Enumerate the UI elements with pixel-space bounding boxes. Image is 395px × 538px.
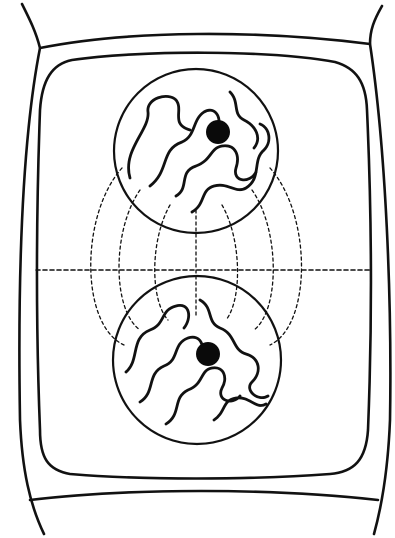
lower-chromosomes bbox=[126, 300, 268, 424]
chromosome bbox=[230, 92, 258, 148]
chromosome bbox=[140, 337, 202, 402]
chromosome bbox=[166, 368, 240, 424]
lower-daughter-nucleus bbox=[113, 276, 281, 444]
lower-nucleolus bbox=[196, 342, 220, 366]
upper-nucleolus bbox=[206, 120, 230, 144]
top-wall-line bbox=[40, 34, 370, 48]
right-wall-line bbox=[370, 6, 390, 534]
upper-chromosomes bbox=[129, 92, 269, 212]
neighbor-cell-walls bbox=[19, 4, 390, 534]
left-wall-line bbox=[19, 4, 44, 534]
cell-membrane bbox=[37, 53, 371, 479]
spindle-fiber bbox=[91, 168, 124, 345]
bottom-wall-line bbox=[30, 491, 378, 500]
chromosome bbox=[129, 96, 190, 178]
chromosome bbox=[126, 305, 189, 372]
upper-daughter-nucleus bbox=[114, 69, 278, 233]
spindle-fiber bbox=[270, 168, 302, 345]
